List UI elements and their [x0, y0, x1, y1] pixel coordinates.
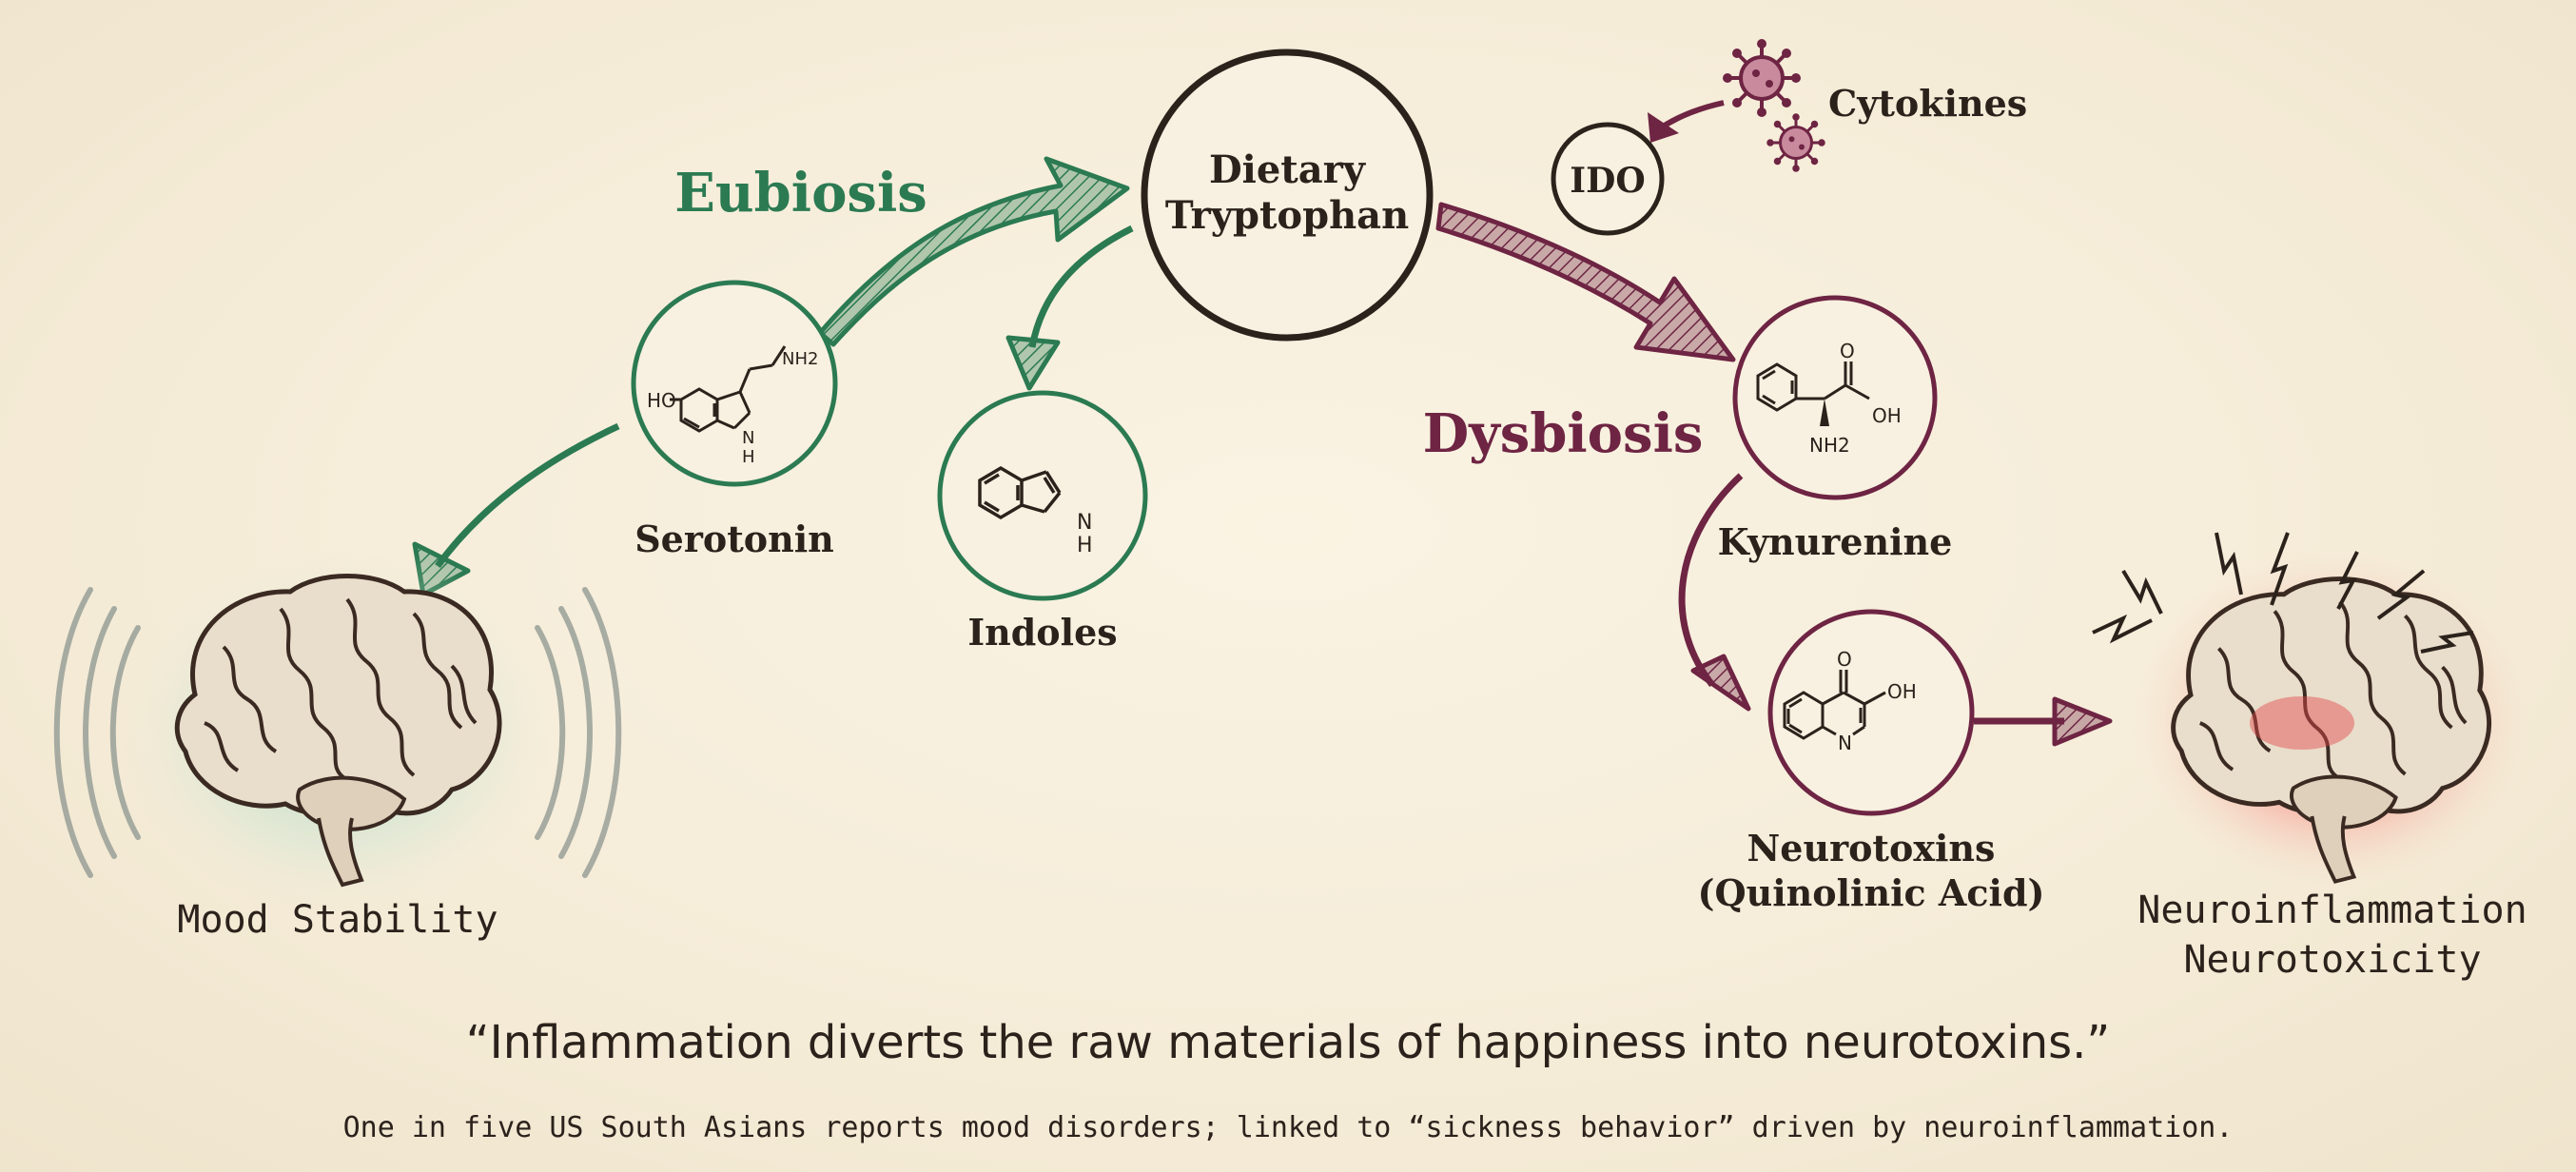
sound-wave-icon — [53, 587, 622, 878]
mood-stability-label: Mood Stability — [177, 898, 498, 942]
arrow-tryptophan-to-indoles — [1005, 225, 1134, 391]
kynurenine-atom-o: O — [1840, 340, 1855, 362]
ido-label: IDO — [1570, 161, 1645, 201]
cytokines-group: Cytokines — [1721, 37, 2027, 174]
neuroinflammation-group: Neuroinflammation Neurotoxicity — [2092, 532, 2537, 982]
indole-atom-n: N — [1077, 511, 1092, 535]
serotonin-label: Serotonin — [634, 518, 834, 560]
eubiosis-label: Eubiosis — [674, 162, 927, 225]
ido-node: IDO — [1551, 122, 1665, 236]
quote-text: “Inflammation diverts the raw materials … — [465, 1016, 2111, 1069]
serotonin-atom-nh2: NH2 — [782, 349, 818, 369]
neurotoxins-label-line2: (Quinolinic Acid) — [1697, 871, 2044, 914]
kynurenine-atom-oh: OH — [1872, 404, 1902, 427]
neurotoxins-label-line1: Neurotoxins — [1747, 827, 1996, 869]
kynurenine-structure-icon — [1756, 361, 1870, 412]
neurotoxins-node: O OH N Neurotoxins (Quinolinic Acid) — [1697, 609, 2045, 914]
cytokines-label: Cytokines — [1828, 82, 2027, 125]
quinolinic-atom-oh: OH — [1887, 680, 1917, 703]
arrow-tryptophan-to-kynurenine — [1435, 202, 1736, 362]
quinolinic-atom-o: O — [1837, 648, 1852, 671]
indole-structure-icon — [978, 465, 1062, 520]
arrow-kynurenine-to-neurotoxins — [1678, 473, 1751, 712]
quinolinic-structure-icon — [1783, 670, 1886, 740]
mood-stability-group: Mood Stability — [53, 542, 622, 942]
virus-icon — [1721, 37, 1803, 119]
footnote-text: One in five US South Asians reports mood… — [342, 1111, 2234, 1144]
lightning-icon — [2092, 532, 2474, 654]
kynurenine-node: O OH NH2 Kynurenine — [1718, 295, 1953, 563]
tryptophan-label-line1: Dietary — [1209, 147, 1367, 192]
serotonin-atom-n: N — [742, 428, 754, 448]
tryptophan-label-line2: Tryptophan — [1165, 193, 1409, 238]
arrow-cytokines-to-ido — [1648, 100, 1725, 143]
arrow-neurotoxins-to-brain — [1974, 696, 2113, 747]
serotonin-atom-ho: HO — [647, 389, 676, 412]
serotonin-node: HO NH2 N H Serotonin — [631, 280, 838, 560]
virus-icon — [1765, 111, 1827, 174]
kynurenine-atom-nh2: NH2 — [1809, 434, 1850, 457]
serotonin-atom-h: H — [742, 447, 755, 467]
indoles-node: N H Indoles — [937, 390, 1148, 654]
kynurenine-label: Kynurenine — [1718, 520, 1953, 563]
indole-atom-h: H — [1077, 534, 1093, 557]
quinolinic-atom-n: N — [1838, 732, 1852, 754]
neuroinflammation-label: Neuroinflammation — [2137, 889, 2527, 932]
tryptophan-node: Dietary Tryptophan — [1141, 49, 1434, 342]
indoles-label: Indoles — [967, 611, 1117, 654]
dysbiosis-label: Dysbiosis — [1423, 402, 1704, 465]
serotonin-structure-icon — [670, 345, 787, 433]
arrow-serotonin-to-tryptophan — [817, 156, 1130, 347]
neurotoxicity-label: Neurotoxicity — [2183, 938, 2481, 982]
